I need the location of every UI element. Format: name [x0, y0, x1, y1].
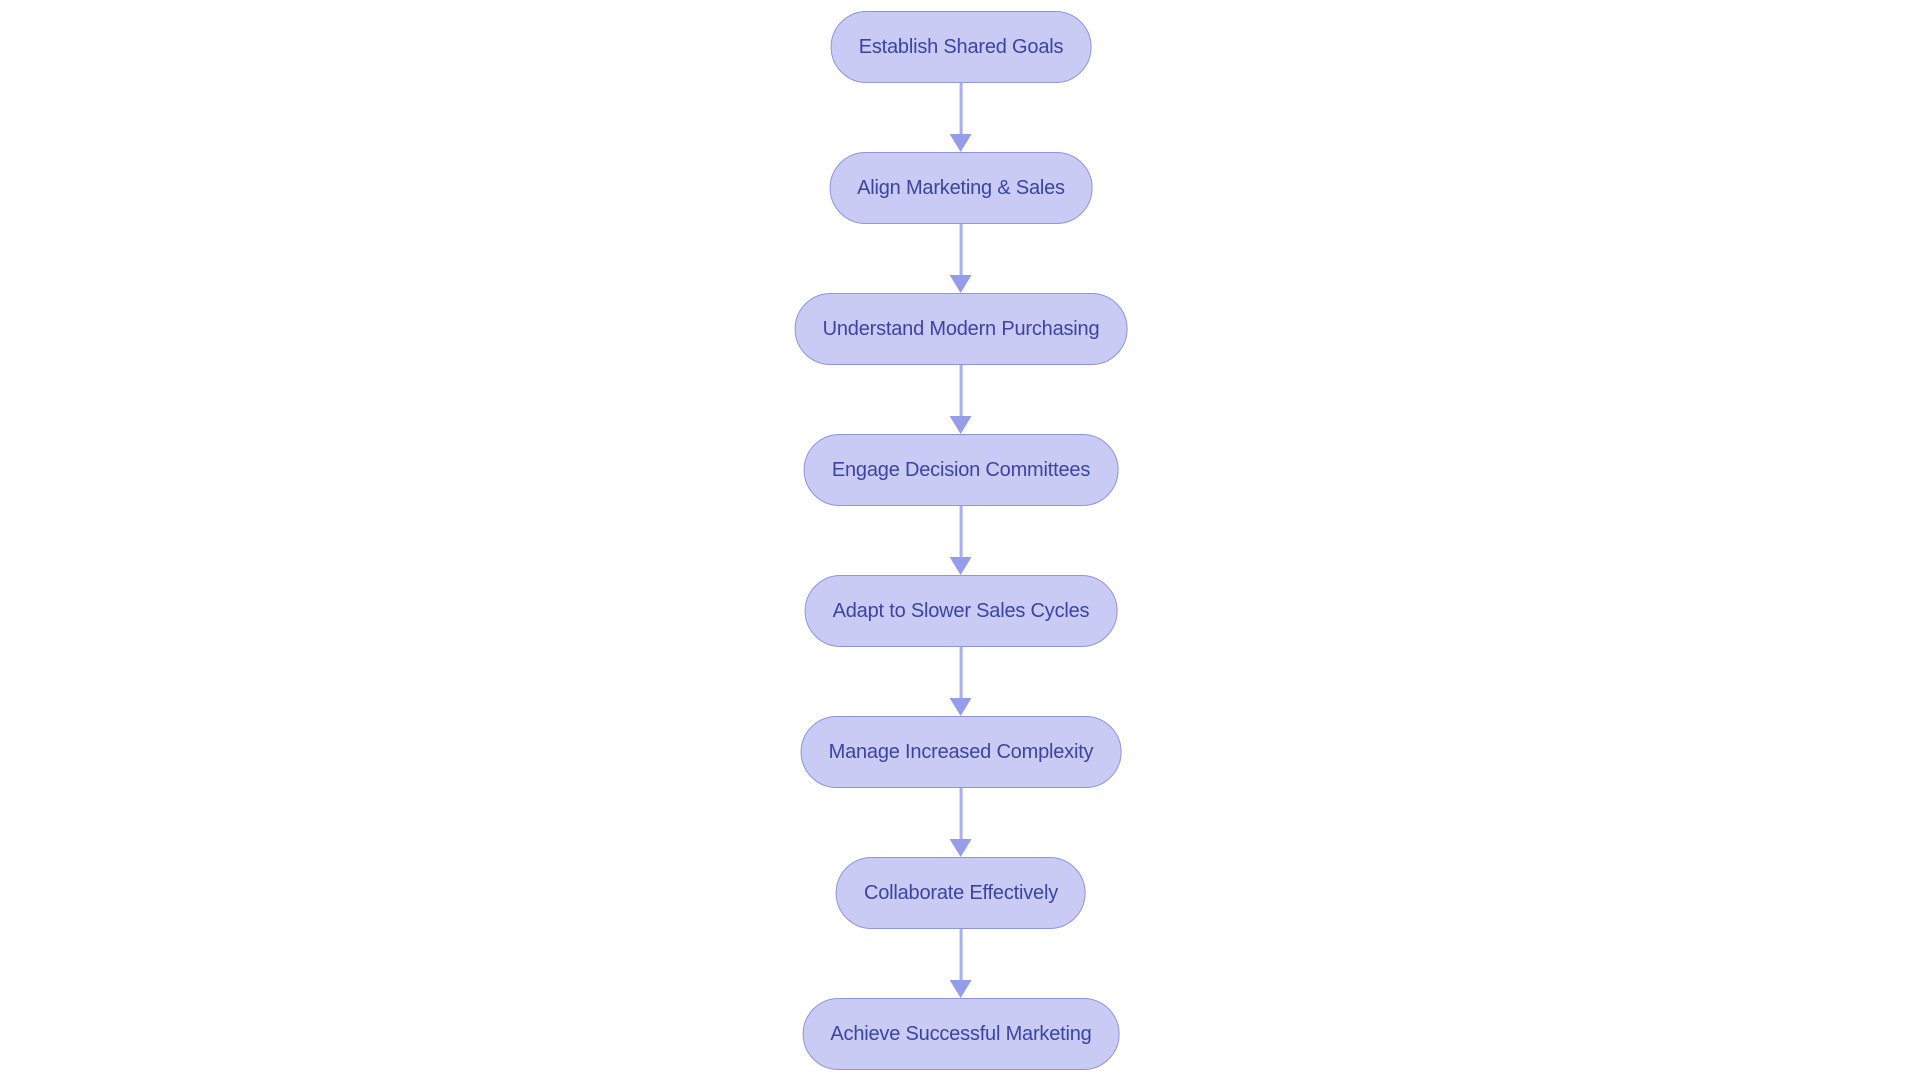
flow-node-label: Engage Decision Committees: [831, 458, 1091, 481]
connector-arrow: [949, 365, 972, 434]
flowchart: Establish Shared Goals Align Marketing &…: [794, 11, 1128, 1070]
flow-node-label: Achieve Successful Marketing: [830, 1022, 1092, 1045]
flow-node-label: Manage Increased Complexity: [828, 740, 1094, 763]
flow-node-label: Establish Shared Goals: [858, 35, 1064, 58]
arrow-down-icon: [949, 980, 972, 998]
connector-line: [959, 506, 963, 558]
connector-line: [959, 365, 963, 417]
connector-line: [959, 83, 963, 135]
connector-arrow: [949, 83, 972, 152]
flow-node: Achieve Successful Marketing: [802, 998, 1120, 1070]
connector-line: [959, 647, 963, 699]
arrow-down-icon: [949, 275, 972, 293]
flow-node: Understand Modern Purchasing: [794, 293, 1128, 365]
flow-node: Engage Decision Committees: [803, 434, 1119, 506]
flow-node-label: Adapt to Slower Sales Cycles: [832, 599, 1090, 622]
flow-node: Align Marketing & Sales: [829, 152, 1093, 224]
flow-node-label: Understand Modern Purchasing: [822, 317, 1100, 340]
connector-arrow: [949, 647, 972, 716]
connector-line: [959, 929, 963, 981]
arrow-down-icon: [949, 134, 972, 152]
connector-arrow: [949, 929, 972, 998]
connector-arrow: [949, 788, 972, 857]
flow-node-label: Align Marketing & Sales: [857, 176, 1065, 199]
arrow-down-icon: [949, 557, 972, 575]
flow-node: Establish Shared Goals: [830, 11, 1092, 83]
arrow-down-icon: [949, 698, 972, 716]
connector-arrow: [949, 224, 972, 293]
flow-node: Collaborate Effectively: [835, 857, 1087, 929]
flow-node: Adapt to Slower Sales Cycles: [804, 575, 1118, 647]
arrow-down-icon: [949, 416, 972, 434]
arrow-down-icon: [949, 839, 972, 857]
connector-line: [959, 224, 963, 276]
connector-line: [959, 788, 963, 840]
flow-node: Manage Increased Complexity: [800, 716, 1122, 788]
connector-arrow: [949, 506, 972, 575]
flow-node-label: Collaborate Effectively: [863, 881, 1059, 904]
